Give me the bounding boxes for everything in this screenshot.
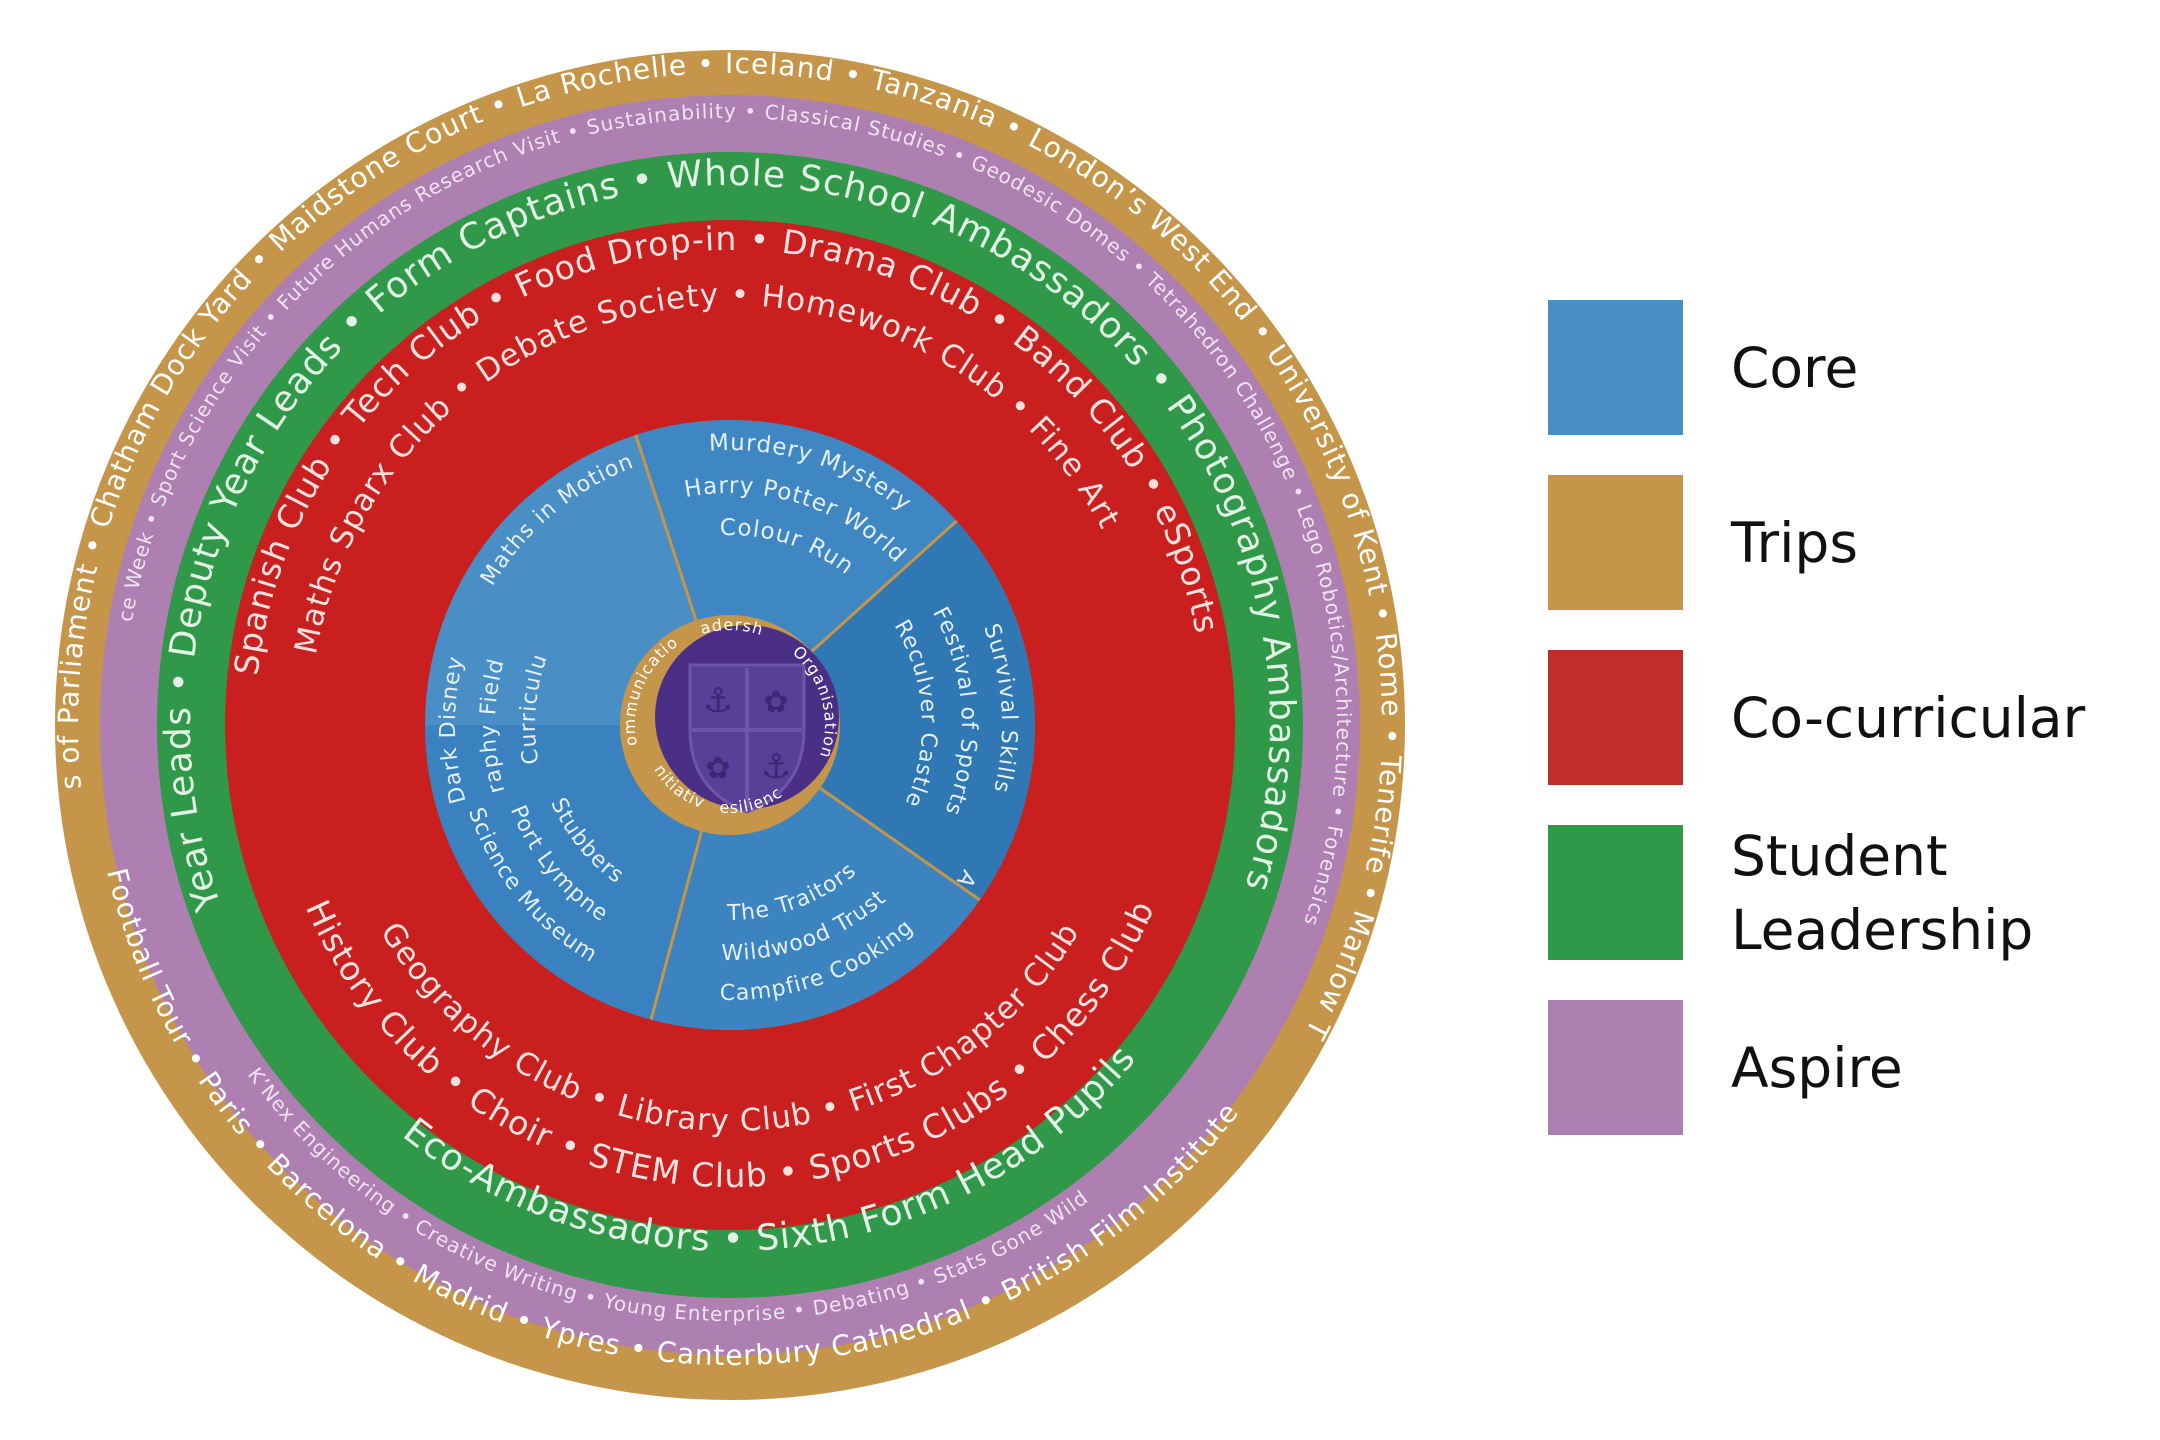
legend-swatch-student-leadership <box>1548 825 1683 960</box>
school-crest-icon: ⚓ ✿ ✿ ⚓ <box>655 625 839 814</box>
legend-swatch-aspire <box>1548 1000 1683 1135</box>
svg-text:⚓: ⚓ <box>703 681 733 721</box>
legend-label-co-curricular: Co-curricular <box>1731 685 2086 750</box>
legend-swatch-core <box>1548 300 1683 435</box>
core-segment-right <box>811 520 1035 900</box>
legend-label-trips: Trips <box>1731 510 1858 575</box>
core-segment-bottom <box>651 788 980 1030</box>
svg-text:⚓: ⚓ <box>761 747 791 787</box>
svg-text:✿: ✿ <box>763 685 788 720</box>
legend-label-student-leadership: Student Leadership <box>1731 823 2034 962</box>
legend-swatch-co-curricular <box>1548 650 1683 785</box>
core-segment-top <box>635 420 957 652</box>
legend-item-aspire: Aspire <box>1548 1000 2148 1140</box>
legend-item-student-leadership: Student Leadership <box>1548 823 2148 965</box>
legend-label-core: Core <box>1731 335 1859 400</box>
core-divider-line <box>634 434 698 621</box>
core-divider-line <box>810 519 958 653</box>
core-divider-line <box>819 786 981 902</box>
legend-item-trips: Trips <box>1548 475 2148 615</box>
svg-text:✿: ✿ <box>705 751 730 786</box>
core-divider-line <box>649 830 703 1020</box>
legend-item-co-curricular: Co-curricular <box>1548 650 2148 790</box>
legend-label-aspire: Aspire <box>1731 1035 1903 1100</box>
legend-swatch-trips <box>1548 475 1683 610</box>
extracurricular-rings-diagram: ⚓ ✿ ✿ ⚓ Houses of Parliament • Chatham D… <box>0 0 1405 1400</box>
core-segment-left <box>425 725 702 1020</box>
legend-item-core: Core <box>1548 300 2148 440</box>
